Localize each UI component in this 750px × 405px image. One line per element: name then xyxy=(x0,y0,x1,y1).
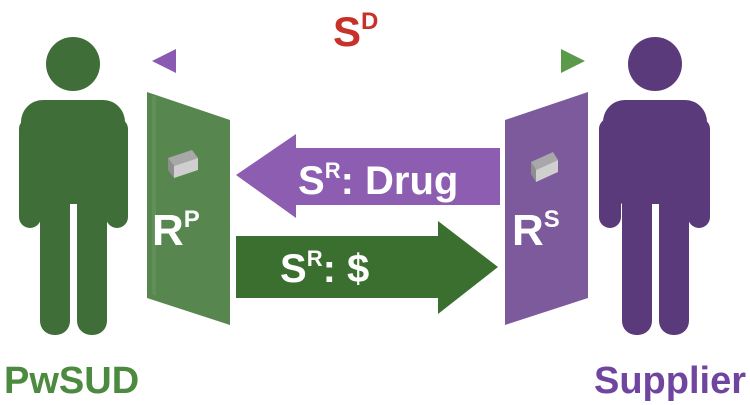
right-arrowhead-icon xyxy=(561,49,585,73)
supplier-label: Supplier xyxy=(594,360,746,402)
arrow-drug xyxy=(236,134,500,218)
left-arrowhead-icon xyxy=(152,49,176,73)
card-slot-icon xyxy=(531,152,558,182)
panel-rp xyxy=(147,92,230,325)
arrow-money-label: SR: $ xyxy=(280,246,369,291)
person-icon-pwsud xyxy=(19,37,128,335)
arrow-money xyxy=(236,221,498,314)
panel-rs xyxy=(505,92,588,325)
double-arrow-sd xyxy=(152,49,585,73)
arrow-drug-label: SR: Drug xyxy=(298,158,458,203)
sd-label: SD xyxy=(333,8,378,55)
pwsud-label: PwSUD xyxy=(4,360,139,402)
person-icon-supplier xyxy=(599,37,710,335)
panel-rs-label: RS xyxy=(512,206,560,255)
card-slot-icon xyxy=(168,150,198,178)
panel-rp-label: RP xyxy=(152,206,200,255)
